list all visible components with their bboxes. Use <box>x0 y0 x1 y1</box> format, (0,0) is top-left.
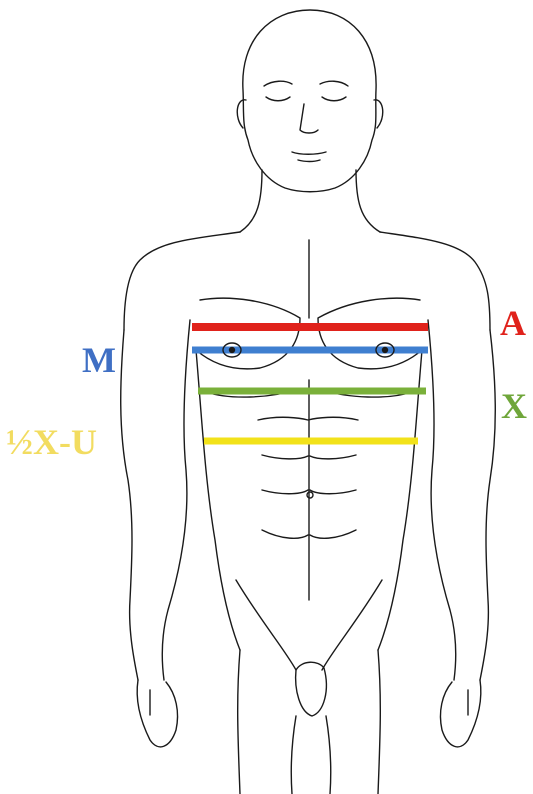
head-outline <box>243 10 376 192</box>
left-arm-inner <box>162 320 190 680</box>
left-arm-outer <box>121 330 138 680</box>
right-eye <box>322 97 346 101</box>
right-arm-outer <box>480 330 495 680</box>
left-leg <box>238 650 240 794</box>
label-a: A <box>500 305 526 341</box>
right-shoulder <box>380 232 490 330</box>
nose <box>300 104 318 133</box>
label-m: M <box>82 342 116 378</box>
navel <box>307 492 313 498</box>
label-x: X <box>501 388 527 424</box>
mouth <box>292 152 326 154</box>
left-shoulder <box>124 232 240 330</box>
left-eye <box>266 97 290 101</box>
left-hand <box>137 680 177 747</box>
neck <box>240 170 262 232</box>
right-arm-inner <box>428 320 456 680</box>
label-half-x-u: ½X-U <box>6 424 97 460</box>
chest-left <box>196 298 300 369</box>
right-hand <box>440 680 480 747</box>
chest-right <box>318 298 422 369</box>
right-leg <box>378 650 380 794</box>
